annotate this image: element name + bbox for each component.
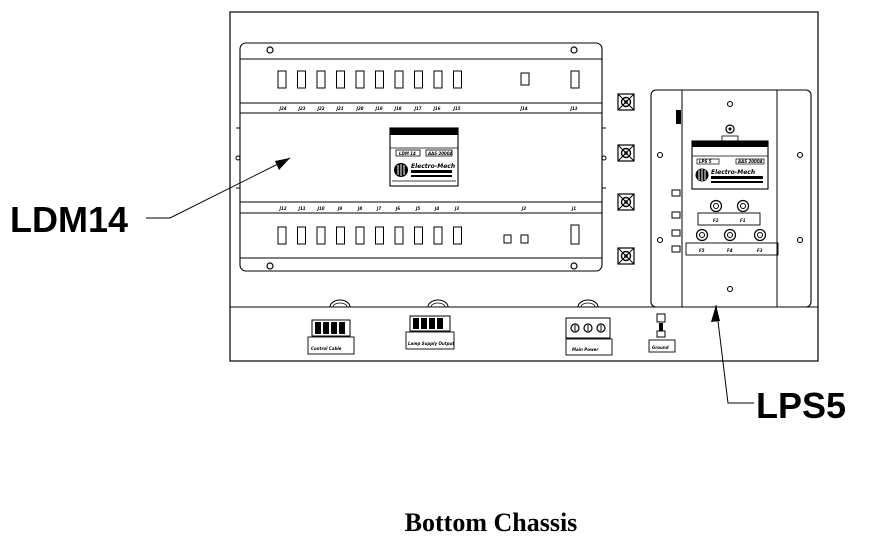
ldm-module: J24 J23 J22 J21 J20 J19 J18 J17 J16 J15 J14 J13 J12… [235, 42, 607, 272]
mounting-bracket [617, 193, 635, 211]
ldm-bottom-connector-label: J2 [521, 206, 526, 211]
fuse-holder-f2 [709, 199, 723, 213]
mounting-bracket [617, 144, 635, 162]
ldm-top-slot [433, 70, 443, 89]
ldm-top-slot [316, 70, 326, 89]
terminal-label-ground: Ground [652, 345, 669, 350]
ldm-top-slot [394, 70, 404, 89]
fuse-label-f5: F5 [699, 248, 705, 253]
ldm-bottom-connector-label: J12 [278, 206, 286, 211]
ldm-bottom-connector-label: J8 [357, 206, 362, 211]
fuse-label-f2: F2 [713, 218, 719, 223]
lps-nameplate: LPS 5 AAS 2000A Electro-Mech [691, 140, 769, 190]
ldm-top-connector-label: J16 [432, 106, 440, 111]
ldm-bottom-slot [336, 226, 345, 245]
ldm-bottom-slot [297, 226, 306, 245]
ldm-nameplate-spec: AAS 2000A [427, 151, 453, 156]
ldm-bottom-connector-label: J9 [337, 206, 342, 211]
fuse-label-f4: F4 [727, 248, 733, 253]
ldm-bottom-slot [503, 234, 512, 244]
ldm-bottom-connector-slots [277, 224, 580, 245]
ldm-bottom-slot [394, 226, 404, 245]
lps-leader-arrowhead [711, 305, 720, 322]
terminal-label-main-power: Main Power [572, 347, 599, 352]
ldm-top-connector-label: J18 [393, 106, 401, 111]
ldm-bottom-slot [433, 226, 443, 245]
ldm-bottom-connector-label: J1 [571, 206, 576, 211]
ldm-bottom-connector-label: J11 [297, 206, 305, 211]
ldm-nameplate-brand: Electro-Mech [411, 163, 455, 170]
ldm-top-connector-label: J17 [413, 106, 421, 111]
ldm-top-connector-label: J13 [569, 106, 577, 111]
fuse-label-f1: F1 [740, 218, 746, 223]
ldm-bottom-connector-labels: J12 J11 J10 J9 J8 J7 J6 J5 J4 J3 J2 J1 [278, 206, 576, 211]
ldm-bottom-slot [414, 226, 423, 245]
ldm-bottom-slot [355, 226, 365, 245]
ldm-top-slot [414, 70, 423, 89]
ldm-top-connector-labels: J24 J23 J22 J21 J20 J19 J18 J17 J16 J15 J14 J13 [278, 106, 577, 111]
fuse-holder-f4 [723, 228, 737, 242]
ldm-bottom-connector-label: J5 [415, 206, 420, 211]
ldm-top-slot [453, 70, 462, 89]
ldm-top-slot [277, 70, 287, 89]
ldm-top-connector-label: J22 [316, 106, 324, 111]
terminal-label-control-cable: Control Cable [311, 346, 342, 351]
ldm-top-slot [520, 72, 530, 86]
ldm-top-connector-label: J15 [452, 106, 460, 111]
terminal-block-lamp-supply: Lamp Supply Output [405, 315, 455, 350]
ldm-top-slot [355, 70, 365, 89]
ldm-bottom-slot [520, 234, 529, 244]
ldm-bottom-slot [316, 226, 326, 245]
terminal-block-ground: Ground [648, 313, 676, 353]
ldm-leader-line [146, 157, 291, 219]
ldm-bottom-connector-label: J10 [316, 206, 324, 211]
lps-leader-line [715, 304, 754, 404]
fuse-holder-f5 [695, 228, 709, 242]
ldm-top-slot [297, 70, 306, 89]
ldm-top-connector-label: J20 [355, 106, 363, 111]
ldm-bottom-connector-label: J4 [434, 206, 439, 211]
mounting-brackets [617, 93, 635, 265]
mounting-bracket [617, 93, 635, 111]
ldm-bottom-slot [453, 226, 462, 245]
lps-nameplate-spec: AAS 2000A [737, 159, 763, 164]
fuse-holder-f3 [753, 228, 767, 242]
ldm-top-slot [570, 70, 580, 89]
ldm-bottom-slot [375, 226, 384, 245]
chassis-outline [229, 11, 819, 362]
terminal-block-control-cable: Control Cable [307, 319, 355, 355]
ldm-leader-arrowhead [275, 158, 290, 170]
ldm-top-connector-slots [277, 70, 580, 89]
lps-module: LPS 5 AAS 2000A Electro-Mech F2 F1 [650, 89, 812, 308]
diagram-caption: Bottom Chassis [405, 508, 578, 537]
fuse-label-f3: F3 [757, 248, 763, 253]
ldm-nameplate-model: LDM 14 [399, 151, 416, 156]
ldm-top-connector-label: J21 [335, 106, 343, 111]
mounting-bracket [617, 247, 635, 265]
ldm-top-slot [336, 70, 345, 89]
ldm-bottom-connector-label: J3 [454, 206, 459, 211]
lps-callout-label: LPS5 [756, 385, 846, 426]
cable-grommets [329, 299, 599, 308]
ldm-nameplate: LDM 14 AAS 2000A Electro-Mech [389, 127, 459, 187]
terminal-block-main-power: Main Power [565, 317, 613, 356]
ldm-top-connector-label: J24 [278, 106, 286, 111]
ldm-bottom-connector-label: J7 [376, 206, 381, 211]
ldm-top-connector-label: J14 [519, 106, 527, 111]
ldm-top-connector-label: J19 [374, 106, 382, 111]
ldm-bottom-slot [570, 224, 580, 245]
lps-nameplate-brand: Electro-Mech [711, 169, 755, 176]
ldm-top-slot [375, 70, 384, 89]
ldm-bottom-slot [277, 226, 287, 245]
ldm-top-connector-label: J23 [297, 106, 305, 111]
fuse-holder-f1 [736, 199, 750, 213]
terminal-label-lamp-supply: Lamp Supply Output [408, 341, 455, 346]
lps-nameplate-model: LPS 5 [699, 159, 712, 164]
ldm-bottom-connector-label: J6 [395, 206, 400, 211]
ldm-callout-label: LDM14 [10, 199, 128, 240]
